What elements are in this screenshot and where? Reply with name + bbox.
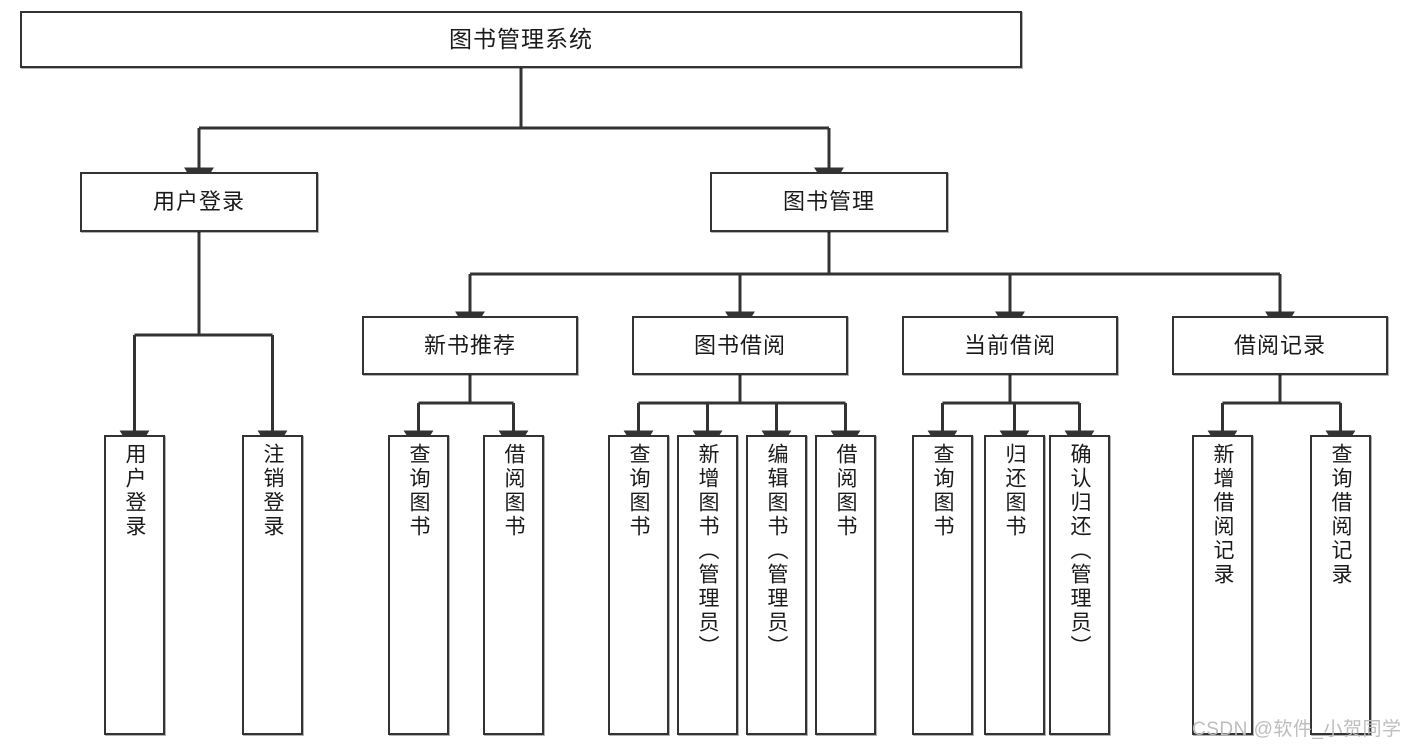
node-label-newbook: 新书推荐 [423, 332, 516, 358]
node-label-borrow: 图书借阅 [693, 332, 786, 358]
node-login: 用户登录 [80, 172, 318, 232]
node-label-root: 图书管理系统 [449, 25, 593, 52]
node-leaf-cur-confirm: 确认归还（管理员） [1049, 435, 1110, 735]
node-leaf-cur-return: 归还图书 [984, 435, 1045, 735]
node-leaf-new-query: 查询图书 [388, 435, 449, 735]
node-leaf-bw-query: 查询图书 [608, 435, 669, 735]
node-label-leaf-bw-query: 查询图书 [627, 443, 650, 539]
node-leaf-bw-borrow: 借阅图书 [815, 435, 876, 735]
node-label-leaf-new-query: 查询图书 [407, 443, 430, 539]
node-label-leaf-bw-add: 新增图书（管理员） [696, 443, 719, 659]
node-leaf-bw-edit: 编辑图书（管理员） [746, 435, 807, 735]
node-leaf-rec-add: 新增借阅记录 [1192, 435, 1253, 735]
node-records: 借阅记录 [1172, 316, 1388, 375]
csdn-watermark: CSDN @软件_小贺同学 [1192, 719, 1402, 740]
node-label-records: 借阅记录 [1233, 332, 1326, 358]
node-leaf-user-logout: 注销登录 [242, 435, 303, 735]
node-leaf-cur-query: 查询图书 [912, 435, 973, 735]
node-leaf-rec-query: 查询借阅记录 [1310, 435, 1371, 735]
node-label-leaf-user-login: 用户登录 [123, 443, 146, 539]
node-label-login: 用户登录 [152, 189, 245, 215]
node-label-leaf-rec-add: 新增借阅记录 [1211, 443, 1234, 587]
node-leaf-new-borrow: 借阅图书 [483, 435, 544, 735]
node-label-leaf-cur-query: 查询图书 [931, 443, 954, 539]
node-bookmgr: 图书管理 [710, 172, 948, 232]
node-label-leaf-cur-confirm: 确认归还（管理员） [1068, 443, 1091, 659]
node-leaf-user-login: 用户登录 [104, 435, 165, 735]
node-label-leaf-user-logout: 注销登录 [261, 443, 284, 539]
node-label-leaf-cur-return: 归还图书 [1003, 443, 1026, 539]
node-newbook: 新书推荐 [362, 316, 578, 375]
node-leaf-bw-add: 新增图书（管理员） [677, 435, 738, 735]
node-label-leaf-rec-query: 查询借阅记录 [1329, 443, 1352, 587]
node-root: 图书管理系统 [20, 11, 1022, 68]
node-label-leaf-bw-borrow: 借阅图书 [834, 443, 857, 539]
node-current: 当前借阅 [902, 316, 1118, 375]
node-borrow: 图书借阅 [632, 316, 848, 375]
node-label-leaf-bw-edit: 编辑图书（管理员） [765, 443, 788, 659]
node-label-leaf-new-borrow: 借阅图书 [502, 443, 525, 539]
node-label-bookmgr: 图书管理 [782, 189, 875, 215]
node-label-current: 当前借阅 [963, 332, 1056, 358]
